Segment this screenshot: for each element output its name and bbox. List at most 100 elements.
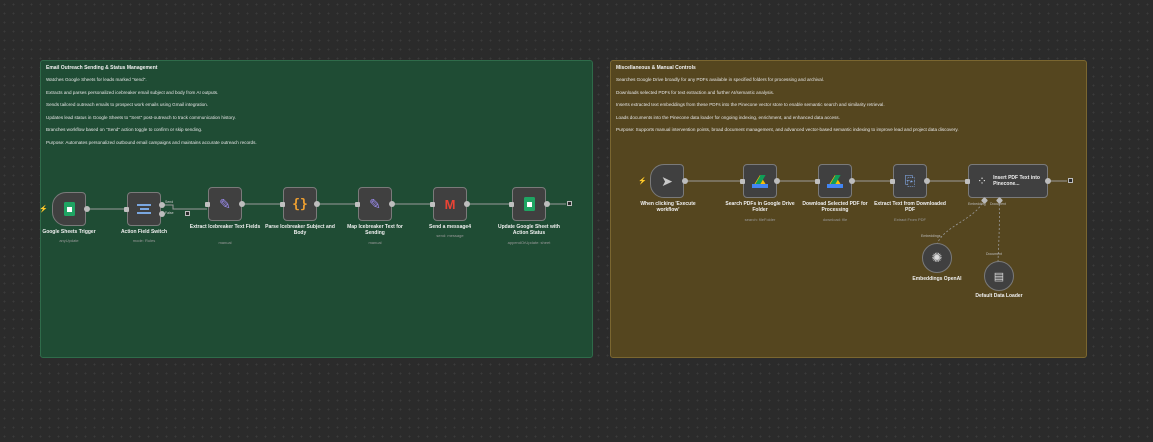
node-parse-icebreaker-subject-and-body[interactable]: {}: [283, 187, 317, 221]
output-port[interactable]: [239, 201, 245, 207]
sticky-line: Loads documents into the Pinecone data l…: [616, 114, 840, 120]
node-action-field-switch[interactable]: [127, 192, 161, 226]
node-update-google-sheet[interactable]: [512, 187, 546, 221]
output-label-false: False: [165, 211, 174, 215]
output-port[interactable]: [544, 201, 550, 207]
node-download-selected-pdf[interactable]: [818, 164, 852, 198]
node-label: Send a message4: [429, 224, 471, 230]
node-label: Search PDFs in Google Drive Folder: [725, 201, 795, 214]
input-port[interactable]: [890, 179, 895, 184]
output-port[interactable]: [849, 178, 855, 184]
gmail-icon: M: [444, 196, 456, 212]
output-port[interactable]: [84, 206, 90, 212]
pdf-icon: ⎘: [904, 173, 916, 188]
sticky-line: Inserts extracted text embeddings from t…: [616, 102, 885, 107]
node-label: Update Google Sheet with Action Status: [498, 224, 560, 237]
input-port[interactable]: [355, 202, 360, 207]
input-port[interactable]: [815, 179, 820, 184]
node-subtitle: mode: Rules: [132, 238, 156, 243]
node-label: Map Icebreaker Text for Sending: [347, 224, 403, 237]
input-port[interactable]: [280, 202, 285, 207]
google-drive-icon: [752, 174, 768, 188]
sticky-note-misc-controls[interactable]: Miscellaneous & Manual Controls Searches…: [610, 60, 1087, 358]
output-port[interactable]: [774, 178, 780, 184]
node-label: Extract Icebreaker Text Fields: [189, 224, 261, 230]
sticky-title: Email Outreach Sending & Status Manageme…: [46, 65, 158, 71]
node-map-icebreaker-text-for-sending[interactable]: ✎: [358, 187, 392, 221]
input-port[interactable]: [740, 179, 745, 184]
sticky-line: Branches workflow based on "Send" action…: [46, 127, 203, 132]
node-embeddings-openai[interactable]: ✺: [922, 243, 952, 273]
node-label: Embeddings OpenAI: [912, 276, 962, 282]
node-subtitle: send: message: [436, 233, 464, 238]
node-label: Download Selected PDF for Processing: [802, 201, 868, 214]
node-label: Parse Icebreaker Subject and Body: [265, 224, 335, 237]
node-search-pdfs-google-drive[interactable]: [743, 164, 777, 198]
output-port[interactable]: [389, 201, 395, 207]
node-label: Google Sheets Trigger: [42, 229, 96, 235]
input-port[interactable]: [205, 202, 210, 207]
pencil-icon: ✎: [219, 195, 231, 212]
port-label-embedding: Embedding: [968, 202, 986, 206]
node-google-sheets-trigger[interactable]: [52, 192, 86, 226]
add-node-button[interactable]: [1068, 178, 1073, 183]
output-port-send[interactable]: [159, 202, 165, 208]
node-subtitle: Extract From PDF: [893, 217, 926, 222]
sticky-title: Miscellaneous & Manual Controls: [616, 65, 696, 71]
node-send-a-message4[interactable]: M: [433, 187, 467, 221]
openai-icon: ✺: [931, 250, 943, 265]
connection: [161, 204, 207, 210]
output-port[interactable]: [314, 201, 320, 207]
pinecone-icon: ⁘: [977, 174, 988, 188]
output-port[interactable]: [682, 178, 688, 184]
braces-icon: {}: [292, 196, 308, 212]
node-label: Default Data Loader: [975, 293, 1023, 299]
input-port[interactable]: [965, 179, 970, 184]
node-extract-text-from-pdf[interactable]: ⎘: [893, 164, 927, 198]
sticky-line: Extracts and parses personalized icebrea…: [46, 89, 219, 95]
input-port[interactable]: [124, 207, 129, 212]
add-node-button[interactable]: [567, 201, 572, 206]
sticky-line: Sends tailored outreach emails to prospe…: [46, 102, 209, 107]
output-label-send: Send: [165, 200, 174, 204]
node-subtitle: download: file: [822, 217, 848, 222]
node-manual-trigger[interactable]: ➤: [650, 164, 684, 198]
switch-icon: [137, 203, 151, 215]
node-subtitle: search: fileFolder: [744, 217, 776, 222]
node-label: Insert PDF Text into Pinecone...: [993, 174, 1040, 188]
node-default-data-loader[interactable]: ▤: [984, 261, 1014, 291]
sticky-line: Watches Google Sheets for leads marked "…: [46, 77, 147, 82]
node-subtitle: manual: [218, 240, 232, 245]
output-port[interactable]: [924, 178, 930, 184]
node-extract-icebreaker-text-fields[interactable]: ✎: [208, 187, 242, 221]
sticky-line: Downloads selected PDFs for text extract…: [616, 89, 775, 95]
node-label: Extract Text from Downloaded PDF: [874, 201, 946, 214]
input-port[interactable]: [430, 202, 435, 207]
node-subtitle: appendOrUpdate: sheet: [507, 240, 551, 245]
output-port[interactable]: [464, 201, 470, 207]
document-icon: ▤: [993, 270, 1005, 283]
output-port[interactable]: [1045, 178, 1051, 184]
port-label: Embeddings: [921, 234, 941, 238]
node-subtitle: manual: [368, 240, 382, 245]
trigger-bolt-icon: ⚡: [638, 178, 647, 185]
sticky-line: Searches Google Drive broadly for any PD…: [616, 77, 825, 82]
sticky-line: Updates lead status in Google Sheets to …: [46, 114, 236, 120]
cursor-icon: ➤: [661, 172, 673, 189]
add-node-button[interactable]: [185, 211, 190, 216]
sticky-line: Purpose: Automates personalized outbound…: [46, 139, 257, 145]
node-label: When clicking 'Execute workflow': [640, 201, 696, 214]
input-port[interactable]: [509, 202, 514, 207]
google-sheets-icon: [523, 197, 535, 211]
connection: [997, 199, 1000, 263]
trigger-bolt-icon: ⚡: [39, 206, 48, 213]
node-subtitle: anyUpdate: [59, 238, 79, 243]
connection: [936, 199, 985, 245]
pencil-icon: ✎: [369, 195, 381, 212]
node-insert-pdf-into-pinecone[interactable]: ⁘ Insert PDF Text into Pinecone...: [968, 164, 1048, 198]
port-label: Document: [986, 252, 1002, 256]
google-drive-icon: [827, 174, 843, 188]
node-label: Action Field Switch: [120, 229, 168, 235]
output-port-false[interactable]: [159, 211, 165, 217]
